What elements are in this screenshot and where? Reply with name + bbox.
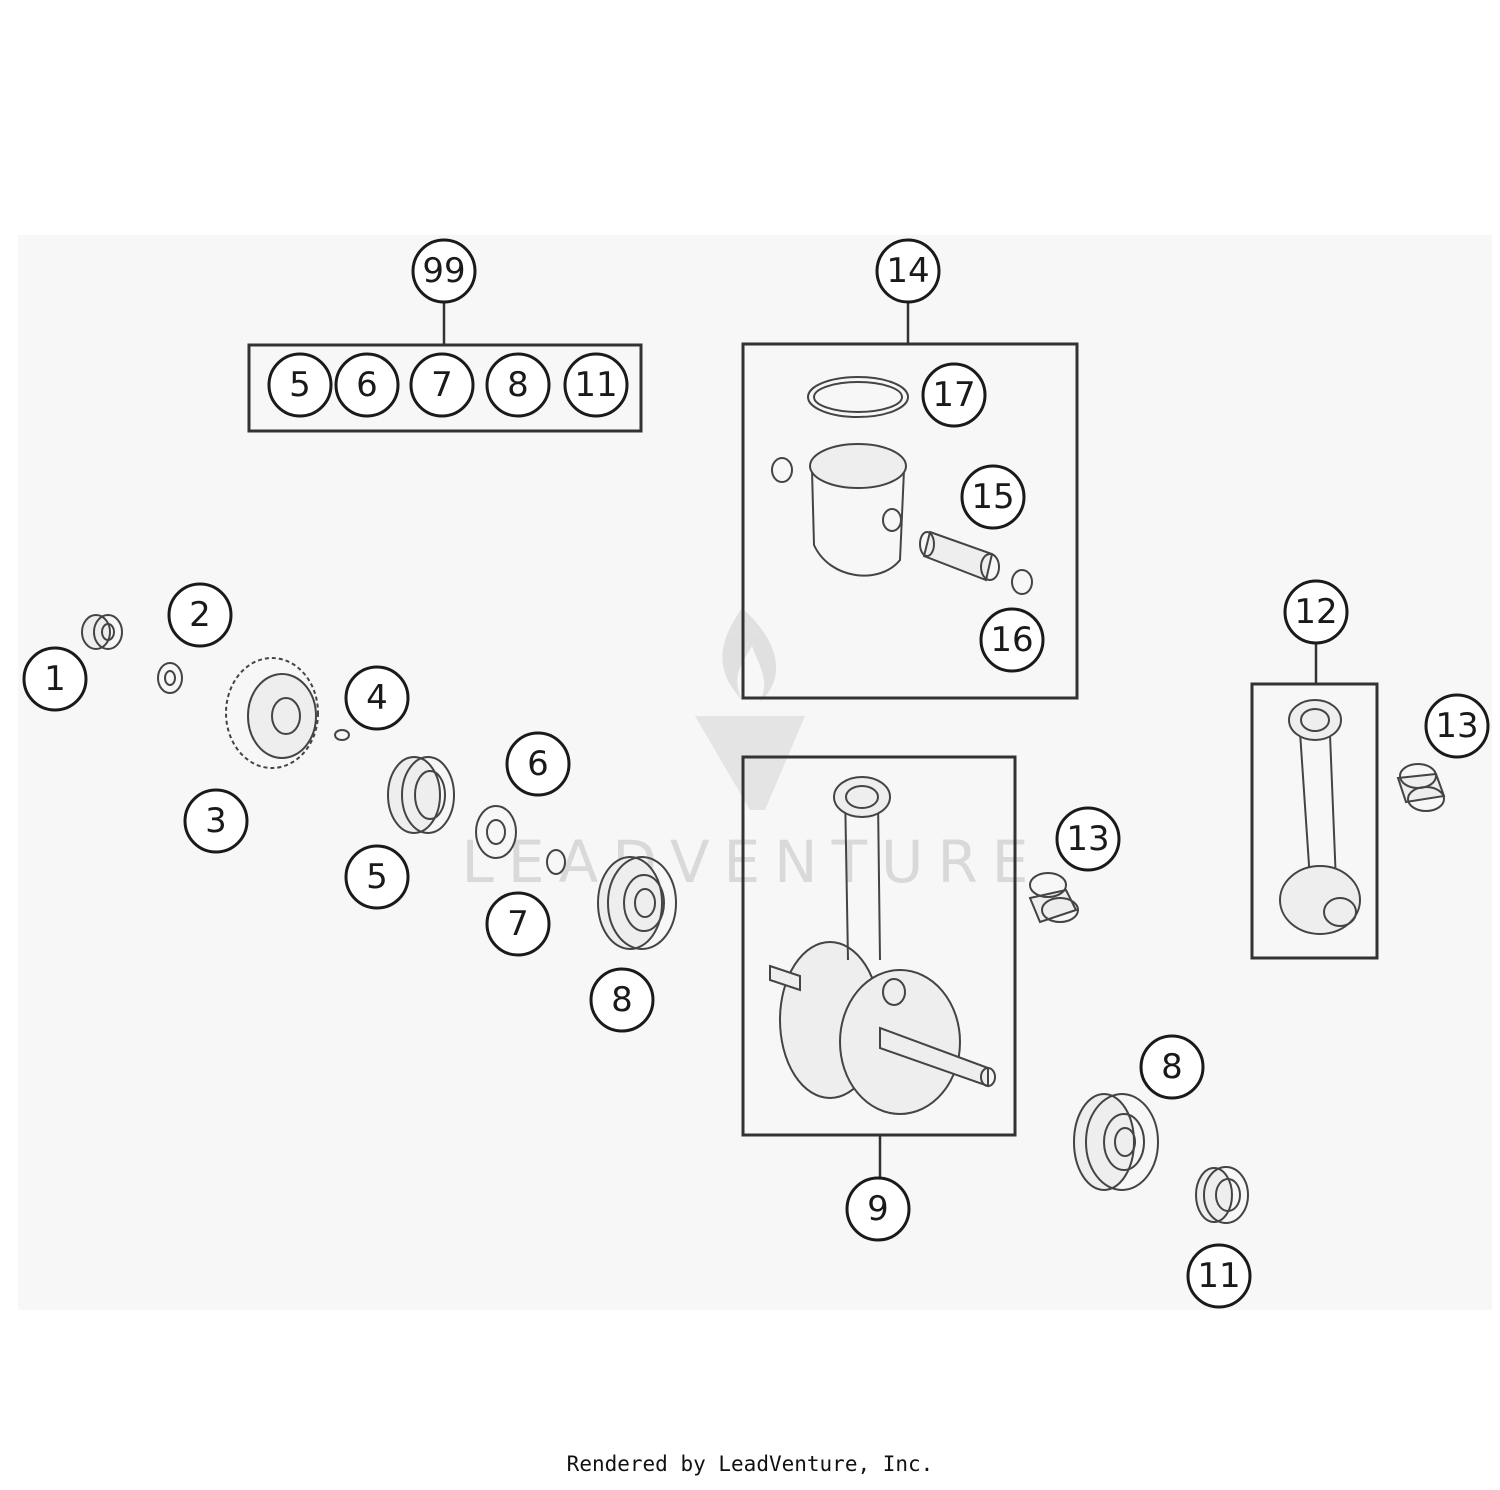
piston — [771, 443, 907, 577]
svg-text:8: 8 — [611, 980, 633, 1020]
watermark-text: LEADVENTURE — [462, 828, 1043, 896]
kit-14-box — [741, 342, 1079, 700]
callout-7[interactable]: 7 — [485, 891, 551, 957]
kit-99-item-5[interactable]: 5 — [267, 352, 333, 418]
svg-text:5: 5 — [366, 857, 388, 897]
connecting-rod — [1279, 699, 1361, 935]
part-17-piston-ring — [807, 376, 909, 418]
callout-5[interactable]: 5 — [344, 844, 410, 910]
part-4-key — [334, 729, 350, 741]
svg-text:13: 13 — [1435, 706, 1478, 746]
kit-99-item-11[interactable]: 11 — [563, 352, 629, 418]
svg-text:6: 6 — [527, 744, 549, 784]
callout-17[interactable]: 17 — [921, 362, 987, 428]
svg-text:16: 16 — [990, 620, 1033, 660]
svg-text:4: 4 — [366, 678, 388, 718]
svg-text:12: 12 — [1294, 592, 1337, 632]
rendered-by-footer: Rendered by LeadVenture, Inc. — [566, 1452, 934, 1476]
part-13-bearing-right — [1396, 763, 1446, 812]
crankshaft — [769, 776, 996, 1115]
callout-13-right[interactable]: 13 — [1424, 693, 1490, 759]
svg-text:3: 3 — [205, 801, 227, 841]
part-8-bearing-right — [1073, 1093, 1159, 1191]
part-11-seal — [1195, 1166, 1249, 1224]
part-3-gear — [225, 657, 319, 769]
kit-9-callout[interactable]: 9 — [845, 1176, 911, 1242]
kit-12-callout[interactable]: 12 — [1283, 579, 1349, 645]
svg-text:8: 8 — [507, 365, 529, 405]
svg-text:7: 7 — [431, 365, 453, 405]
callout-4[interactable]: 4 — [344, 665, 410, 731]
kit-99-callout[interactable]: 99 — [411, 238, 477, 304]
svg-text:13: 13 — [1066, 819, 1109, 859]
callout-11[interactable]: 11 — [1186, 1243, 1252, 1309]
callout-13-center[interactable]: 13 — [1055, 806, 1121, 872]
kit-99-item-8[interactable]: 8 — [485, 352, 551, 418]
svg-text:7: 7 — [507, 904, 529, 944]
svg-text:9: 9 — [867, 1189, 889, 1229]
svg-text:11: 11 — [574, 365, 617, 405]
svg-text:1: 1 — [44, 659, 66, 699]
svg-text:17: 17 — [932, 375, 975, 415]
part-2-washer — [157, 662, 183, 694]
part-6-shim — [475, 805, 517, 859]
svg-text:5: 5 — [289, 365, 311, 405]
svg-text:2: 2 — [189, 595, 211, 635]
part-1-needle-bearing — [81, 614, 123, 650]
callout-16[interactable]: 16 — [979, 607, 1045, 673]
kit-99-item-6[interactable]: 6 — [334, 352, 400, 418]
watermark: LEADVENTURE — [462, 608, 1043, 896]
callout-1[interactable]: 1 — [22, 646, 88, 712]
kit-12-box — [1250, 682, 1379, 960]
part-5-shaft-seal — [387, 756, 455, 834]
callout-8-left[interactable]: 8 — [589, 967, 655, 1033]
svg-text:11: 11 — [1197, 1256, 1240, 1296]
part-8-bearing-left — [597, 856, 677, 950]
callout-3[interactable]: 3 — [183, 788, 249, 854]
part-15-piston-pin — [919, 530, 1000, 582]
part-7-ring — [546, 849, 566, 875]
callout-15[interactable]: 15 — [960, 464, 1026, 530]
flame-v-logo-icon — [722, 608, 777, 702]
callout-6[interactable]: 6 — [505, 731, 571, 797]
svg-text:15: 15 — [971, 477, 1014, 517]
svg-text:99: 99 — [422, 251, 465, 291]
kit-14-callout[interactable]: 14 — [875, 238, 941, 304]
part-13-bearing-center — [1028, 872, 1079, 924]
svg-text:8: 8 — [1161, 1047, 1183, 1087]
callout-2[interactable]: 2 — [167, 582, 233, 648]
callout-8-right[interactable]: 8 — [1139, 1034, 1205, 1100]
svg-text:6: 6 — [356, 365, 378, 405]
part-16-circlip — [1011, 569, 1033, 595]
svg-text:14: 14 — [886, 251, 929, 291]
kit-99-item-7[interactable]: 7 — [409, 352, 475, 418]
